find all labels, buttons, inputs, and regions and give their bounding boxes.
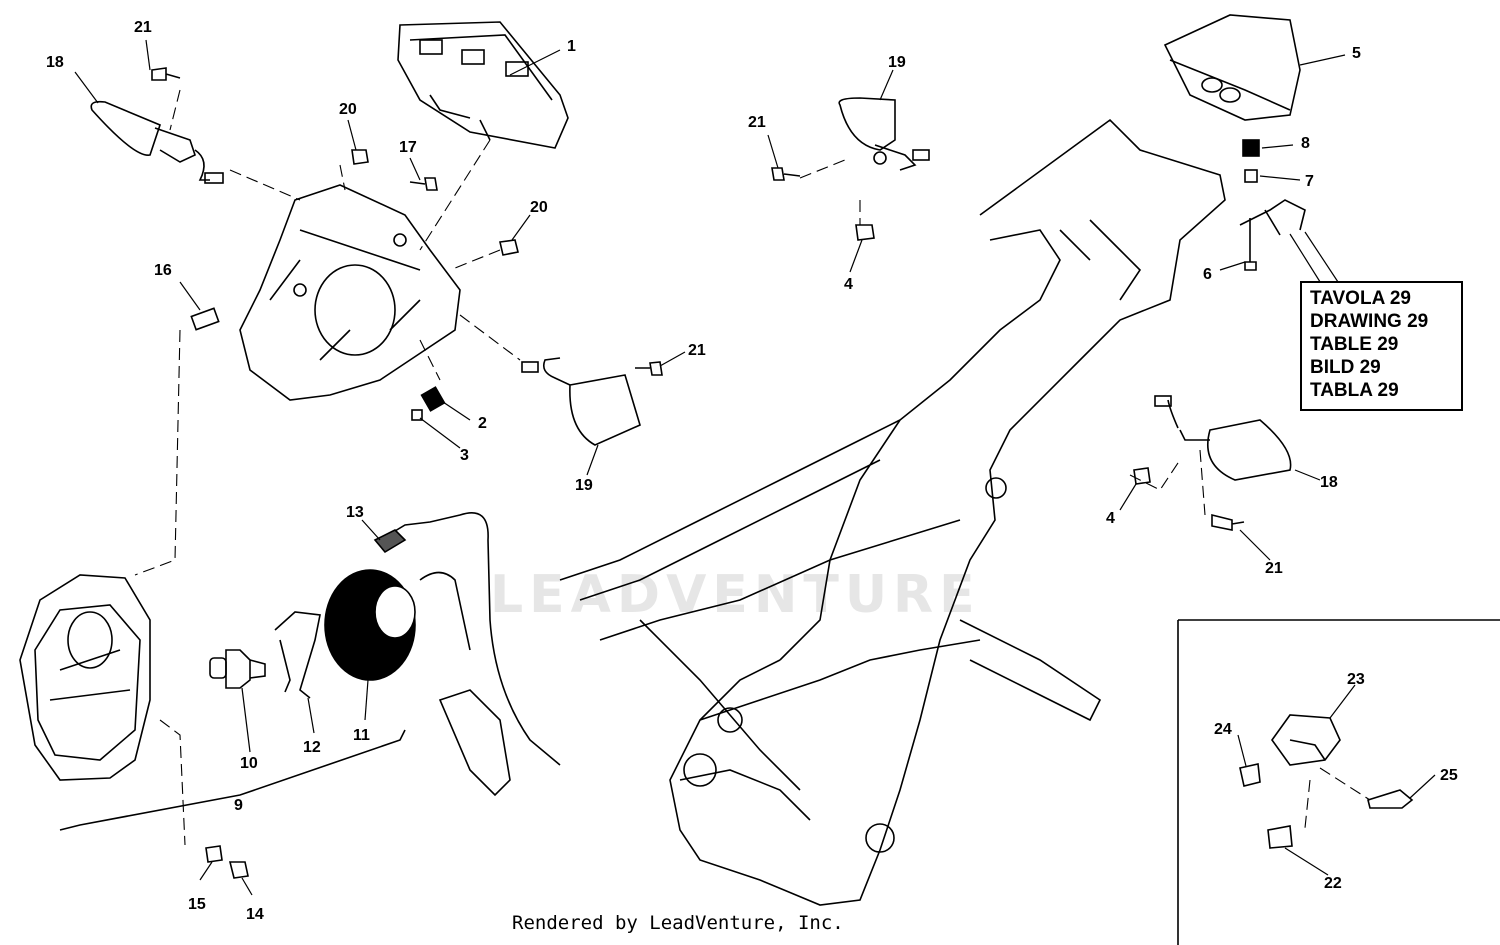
turn-signal-rear-right — [1154, 395, 1292, 481]
nut-15 — [205, 845, 223, 863]
callout-21: 21 — [134, 19, 152, 36]
wire-harness — [379, 512, 561, 797]
callout-21: 21 — [748, 114, 766, 131]
nut-20b — [499, 239, 519, 256]
callout-11: 11 — [353, 727, 370, 744]
callout-13: 13 — [346, 504, 364, 521]
inset-frame — [1177, 619, 1500, 945]
ref-line-drawing: DRAWING 29 — [1310, 311, 1429, 332]
callout-5: 5 — [1352, 45, 1361, 62]
callout-21: 21 — [1265, 560, 1283, 577]
reference-box: TAVOLA 29 DRAWING 29 TABLE 29 BILD 29 TA… — [1300, 281, 1463, 411]
screw-14 — [228, 861, 249, 879]
spring-clip — [274, 611, 321, 699]
callout-2: 2 — [478, 415, 487, 432]
nut-20a — [351, 149, 369, 165]
screw-21a — [151, 67, 181, 81]
callout-17: 17 — [399, 139, 417, 156]
callout-21: 21 — [688, 342, 706, 359]
callout-25: 25 — [1440, 767, 1458, 784]
callout-24: 24 — [1214, 721, 1232, 738]
callout-19: 19 — [575, 477, 593, 494]
screw-17 — [409, 177, 438, 191]
bulb-24 — [1239, 763, 1261, 787]
nut-22 — [1267, 825, 1293, 849]
headlamp-bulb — [209, 649, 266, 689]
ref-line-tavola: TAVOLA 29 — [1310, 288, 1411, 309]
screw-25 — [1367, 789, 1414, 809]
watermark: LEADVENTURE — [490, 565, 981, 625]
callout-22: 22 — [1324, 875, 1342, 892]
callout-3: 3 — [460, 447, 469, 464]
callout-20: 20 — [530, 199, 548, 216]
callout-6: 6 — [1203, 266, 1212, 283]
dust-cap — [324, 569, 416, 681]
callout-1: 1 — [567, 38, 576, 55]
turn-signal-front-right — [521, 357, 641, 446]
screw-21d — [1211, 513, 1245, 531]
grommet — [1242, 139, 1260, 157]
callout-23: 23 — [1347, 671, 1365, 688]
callout-16: 16 — [154, 262, 172, 279]
bushing — [190, 307, 220, 331]
spacer — [1244, 169, 1258, 183]
instrument-cluster — [397, 21, 569, 149]
rubber — [420, 386, 446, 412]
ref-line-tabla: TABLA 29 — [1310, 380, 1399, 401]
callout-12: 12 — [303, 739, 321, 756]
screw-21b — [635, 361, 663, 376]
license-light — [1271, 714, 1341, 766]
bulb-small — [373, 529, 407, 554]
ref-line-table: TABLE 29 — [1310, 334, 1399, 355]
callout-9: 9 — [234, 797, 243, 814]
nut-4b — [1133, 467, 1151, 485]
callout-18: 18 — [46, 54, 64, 71]
callout-8: 8 — [1301, 135, 1310, 152]
screw — [1244, 218, 1257, 271]
nut-4a — [855, 224, 875, 241]
callout-18: 18 — [1320, 474, 1338, 491]
tail-light — [1163, 14, 1301, 121]
headlamp-unit — [19, 574, 151, 781]
mount-plate — [1239, 199, 1306, 236]
frame — [559, 118, 1226, 906]
callout-15: 15 — [188, 896, 206, 913]
screw-21c — [771, 167, 801, 181]
callout-20: 20 — [339, 101, 357, 118]
callout-7: 7 — [1305, 173, 1314, 190]
group-bracket — [59, 729, 406, 831]
callout-4: 4 — [844, 276, 853, 293]
ref-line-bild: BILD 29 — [1310, 357, 1381, 378]
turn-signal-front-left — [90, 100, 224, 184]
turn-signal-rear-left — [838, 97, 930, 171]
credit-text: Rendered by LeadVenture, Inc. — [512, 912, 844, 934]
callout-10: 10 — [240, 755, 258, 772]
callout-14: 14 — [246, 906, 264, 923]
nut — [411, 409, 423, 421]
callout-4: 4 — [1106, 510, 1115, 527]
callout-19: 19 — [888, 54, 906, 71]
headlight-bracket — [239, 184, 461, 401]
